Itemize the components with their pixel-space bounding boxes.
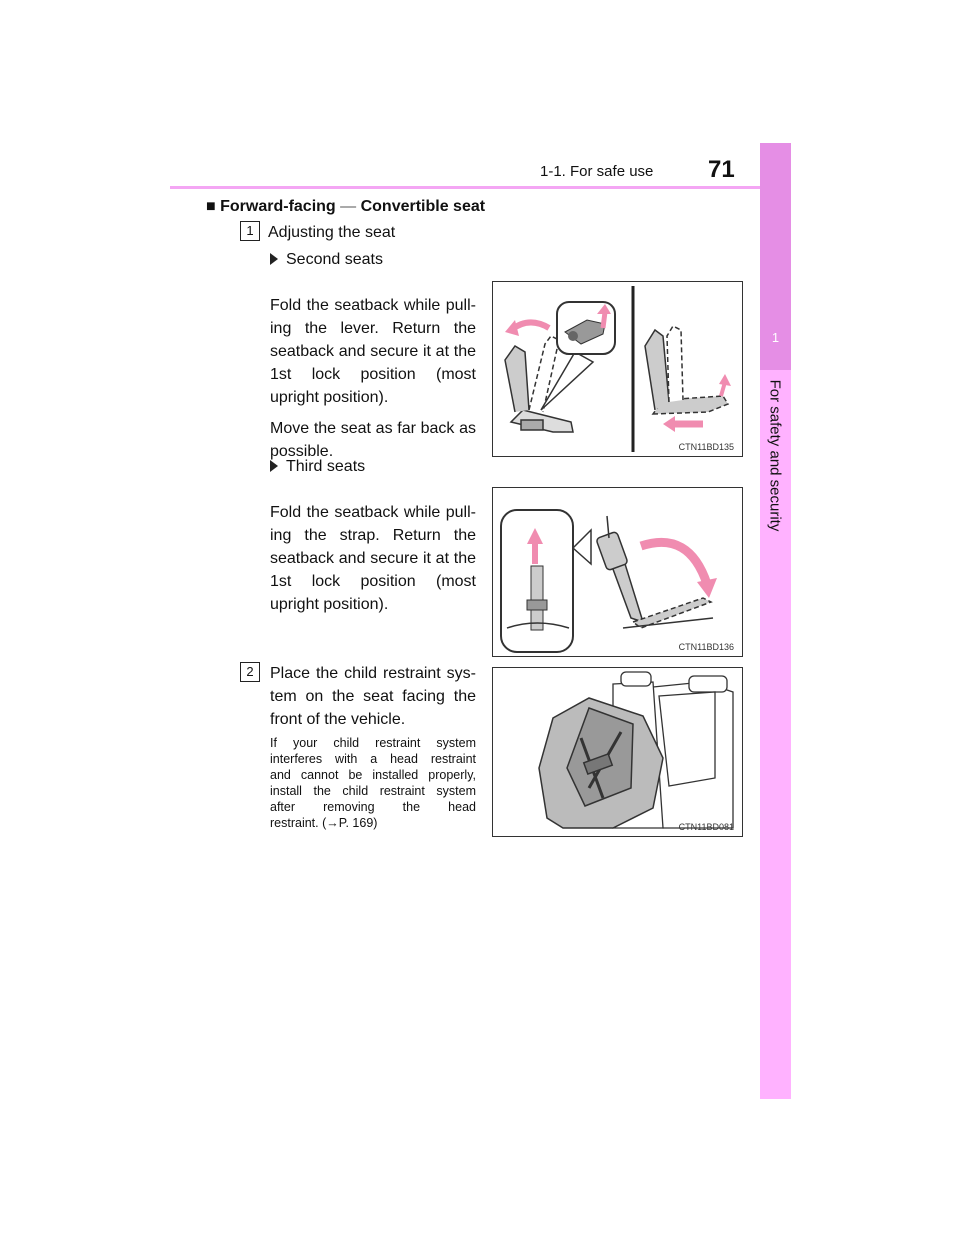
step2-line: front of the vehicle. — [270, 711, 406, 728]
second-seats-line: 1st lock position (most — [270, 366, 476, 383]
heading-dash: — — [340, 198, 357, 215]
third-seats-text: Fold the seatback while pull- ing the st… — [270, 501, 476, 616]
step2-note-line: restraint. (→P. 169) — [270, 816, 378, 830]
chapter-side-tab-highlight — [760, 143, 791, 370]
second-seats-line: upright position). — [270, 389, 389, 406]
step-number-2: 2 — [240, 662, 260, 682]
step2-line: Place the child restraint sys- — [270, 665, 476, 682]
third-seats-line: seatback and secure it at the — [270, 550, 476, 567]
second-seats-line: ing the lever. Return the — [270, 320, 476, 337]
step2-note: If your child restraint system interfere… — [270, 735, 476, 831]
figure-child-restraint: CTN11BD081 — [492, 667, 743, 837]
step2-line: tem on the seat facing the — [270, 688, 476, 705]
figure-code: CTN11BD136 — [678, 642, 734, 652]
second-seats-text: Fold the seatback while pull- ing the le… — [270, 294, 476, 463]
step-number-1: 1 — [240, 221, 260, 241]
header-rule — [170, 186, 790, 189]
third-seats-line: ing the strap. Return the — [270, 527, 476, 544]
second-seats-line: Fold the seatback while pull- — [270, 297, 476, 314]
step2-note-line: install the child restraint system — [270, 784, 476, 798]
third-seats-label-row: Third seats — [270, 455, 365, 478]
heading-bullet: ■ — [206, 198, 216, 215]
step2-note-line: after removing the head — [270, 800, 476, 814]
step2-note-line: and cannot be installed properly, — [270, 768, 476, 782]
third-seats-line: upright position). — [270, 596, 389, 613]
chapter-number: 1 — [771, 330, 780, 345]
second-seats-label-row: Second seats — [270, 248, 383, 271]
third-seats-line: 1st lock position (most — [270, 573, 476, 590]
triangle-bullet-icon — [270, 460, 278, 472]
step2-note-line: If your child restraint system — [270, 736, 476, 750]
section-title: 1-1. For safe use — [540, 163, 654, 180]
step2-text: Place the child restraint sys- tem on th… — [270, 662, 476, 731]
third-seats-illustration — [500, 509, 717, 653]
step1-title: Adjusting the seat — [268, 224, 396, 241]
child-restraint-illustration — [538, 671, 734, 829]
step2-note-line: interferes with a head restraint — [270, 752, 476, 766]
section-heading: ■ Forward-facing — Convertible seat — [206, 198, 485, 216]
figure-second-seats: CTN11BD135 — [492, 281, 743, 457]
second-seats-move-text: Move the seat as far back as possible. — [270, 420, 476, 460]
heading-title-sub: Convertible seat — [360, 198, 486, 215]
second-seats-illustration — [504, 286, 731, 452]
figure-code: CTN11BD081 — [678, 822, 734, 832]
triangle-bullet-icon — [270, 253, 278, 265]
heading-title-main: Forward-facing — [220, 198, 336, 215]
chapter-label: For safety and security — [766, 379, 784, 532]
third-seats-line: Fold the seatback while pull- — [270, 504, 476, 521]
third-seats-label: Third seats — [286, 458, 366, 475]
page-number: 71 — [708, 156, 735, 183]
second-seats-line: seatback and secure it at the — [270, 343, 476, 360]
figure-third-seats: CTN11BD136 — [492, 487, 743, 657]
figure-code: CTN11BD135 — [678, 442, 734, 452]
second-seats-label: Second seats — [286, 251, 383, 268]
